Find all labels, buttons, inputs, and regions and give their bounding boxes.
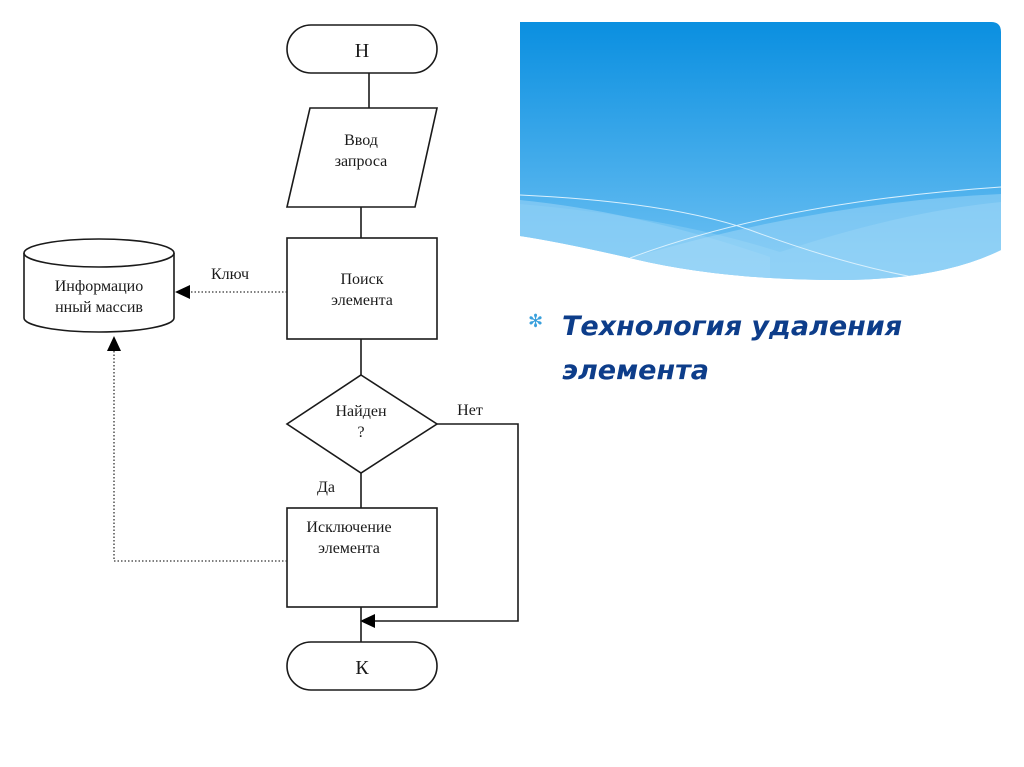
remove-process: Исключение элемента xyxy=(286,507,438,608)
end-terminator: К xyxy=(286,641,438,691)
decision-diamond: Найден ? xyxy=(285,374,439,474)
search-label-line2: элемента xyxy=(331,292,393,309)
storage-label-line1: Информацио xyxy=(55,278,143,295)
search-label-line1: Поиск xyxy=(341,271,384,288)
end-label: К xyxy=(355,657,369,679)
slide-title: Технология удаления элемента xyxy=(562,311,903,386)
remove-label-line1: Исключение xyxy=(306,519,391,536)
input-label-line1: Ввод xyxy=(344,132,378,149)
storage-label-line2: нный массив xyxy=(55,299,143,316)
asterisk-bullet-icon: ✻ xyxy=(528,311,544,332)
header-banner xyxy=(520,22,1001,280)
key-arrowhead-icon xyxy=(175,285,190,299)
no-branch-connector xyxy=(375,423,519,622)
key-label: Ключ xyxy=(211,266,249,283)
remove-storage-connector xyxy=(113,350,287,562)
remove-label-line2: элемента xyxy=(318,540,380,557)
no-label: Нет xyxy=(457,402,483,419)
input-label-line2: запроса xyxy=(335,153,388,170)
no-branch-arrowhead-icon xyxy=(360,614,375,628)
slide-title-block: ✻ Технология удаления элемента xyxy=(528,305,948,393)
search-process: Поиск элемента xyxy=(286,237,438,340)
remove-storage-arrowhead-icon xyxy=(107,336,121,351)
storage-cylinder: Информацио нный массив xyxy=(23,238,175,333)
decision-label-line2: ? xyxy=(357,424,364,441)
start-label: Н xyxy=(355,40,369,62)
yes-label: Да xyxy=(317,479,335,496)
decision-label-line1: Найден xyxy=(335,403,386,420)
input-parallelogram: Ввод запроса xyxy=(285,107,438,208)
start-terminator: Н xyxy=(286,24,438,74)
flowchart: Н Ввод запроса Поиск элемента Информацио… xyxy=(23,24,519,691)
